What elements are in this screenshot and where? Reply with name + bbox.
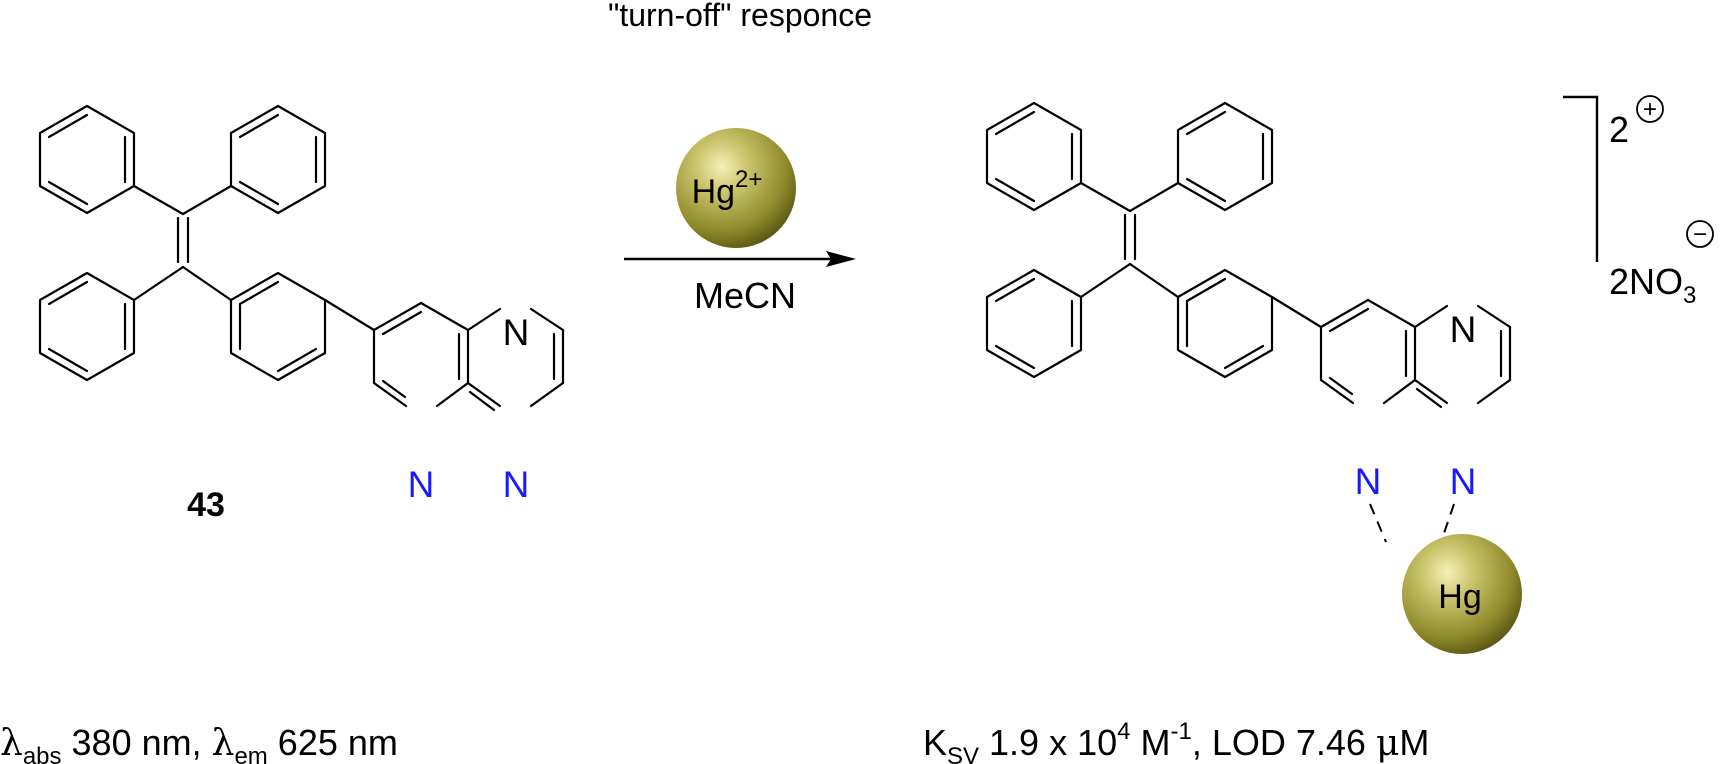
nitrate-formula: 2NO (1609, 261, 1683, 302)
product-metrics: KSV 1.9 x 104 M-1, LOD 7.46 μM (923, 718, 1429, 764)
product-structure: N N N (985, 101, 1512, 543)
mercury-ion-label: Hg2+ (692, 166, 763, 211)
solvent-label: MeCN (694, 275, 796, 316)
minus-sign: − (1693, 221, 1707, 248)
mercury-metal-label: Hg (1438, 578, 1481, 616)
plus-sign: + (1643, 96, 1657, 123)
mercury-ion-sphere (676, 128, 796, 248)
mercury-charge: 2+ (735, 166, 762, 193)
abs-value: 380 nm, (62, 722, 212, 763)
reactant-structure: N N N (38, 104, 565, 505)
response-caption: "turn-off" responce (608, 0, 872, 33)
mercury-metal-center: Hg (1402, 534, 1522, 654)
ksv-value: 1.9 x 10 (979, 722, 1117, 763)
product-nitrogen-pyridine: N (1355, 461, 1382, 502)
complex-charge-number: 2 (1609, 109, 1629, 150)
reactant-photophysics: λabs 380 nm, λem 625 nm (0, 722, 398, 764)
nitrate-subscript: 3 (1683, 282, 1696, 309)
ksv-symbol: K (923, 722, 947, 763)
em-value: 625 nm (268, 722, 398, 763)
coordination-bond-left (1369, 503, 1387, 543)
lod-unit: M (1399, 722, 1429, 763)
positive-charge-symbol: + (1636, 95, 1664, 123)
lambda-abs-symbol: λ (0, 723, 23, 764)
mercury-ion-reagent: Hg2+ (676, 128, 796, 248)
abs-subscript: abs (23, 743, 62, 764)
em-subscript: em (234, 743, 267, 764)
ksv-subscript: SV (947, 743, 979, 764)
lod-label: , LOD 7.46 (1192, 722, 1376, 763)
reactant-nitrogen-pyrazine-bottom: N (503, 464, 530, 505)
mercury-symbol: Hg (692, 173, 735, 211)
negative-charge-symbol: − (1686, 220, 1714, 248)
reactant-nitrogen-pyrazine-top: N (503, 312, 530, 353)
mu-symbol: μ (1376, 723, 1399, 764)
mercury-metal-sphere (1402, 534, 1522, 654)
reactant-nitrogen-pyridine: N (408, 464, 435, 505)
ksv-exponent: 4 (1117, 718, 1130, 745)
ksv-unit-exponent: -1 (1170, 718, 1191, 745)
product-nitrogen-pyrazine-top: N (1450, 309, 1477, 350)
reaction-arrow (624, 251, 856, 267)
arrow-head (826, 251, 856, 267)
lambda-em-symbol: λ (212, 723, 235, 764)
compound-number: 43 (187, 486, 225, 524)
product-nitrogen-pyrazine-bottom: N (1450, 461, 1477, 502)
coordination-bond-right (1440, 503, 1455, 543)
complex-bracket (1563, 95, 1599, 262)
ksv-unit: M (1130, 722, 1170, 763)
nitrate-counterion: 2NO3 (1609, 261, 1696, 309)
